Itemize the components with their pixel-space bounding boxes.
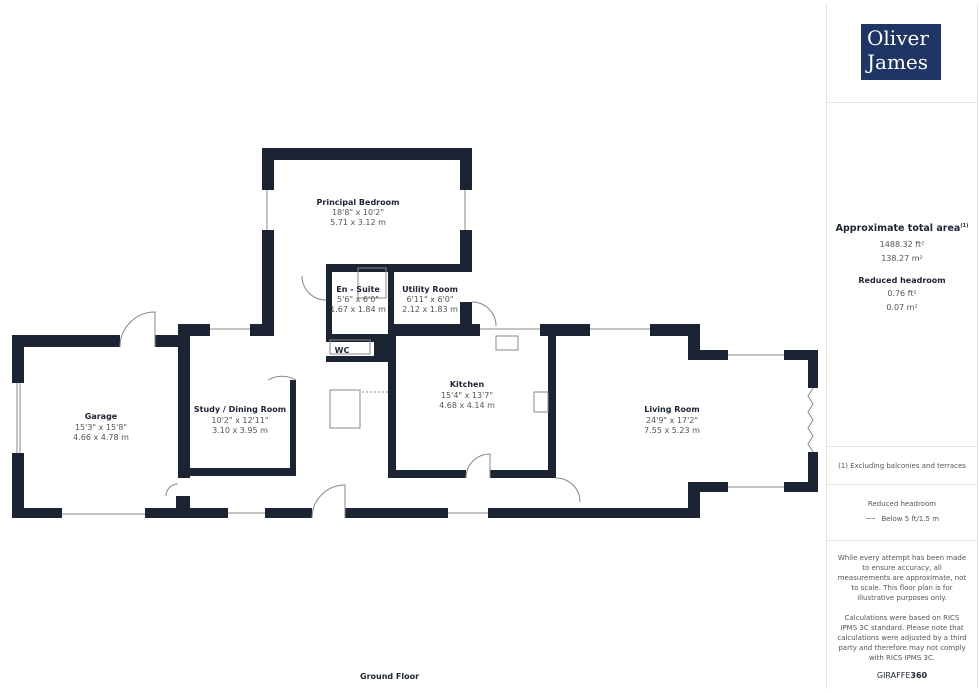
brand-logo: Oliver James xyxy=(861,24,941,80)
info-panel: Oliver James Approximate total area(1) 1… xyxy=(826,4,978,689)
logo-text-2: James xyxy=(867,50,929,74)
provider-logo: GIRAFFE360 xyxy=(827,671,977,680)
svg-text:6'11" x 6'0": 6'11" x 6'0" xyxy=(406,295,453,304)
disclaimer-section: While every attempt has been made to ens… xyxy=(827,540,977,689)
svg-text:Utility Room: Utility Room xyxy=(402,285,458,294)
total-area-m: 138.27 m² xyxy=(881,254,923,264)
svg-text:4.66 x 4.78 m: 4.66 x 4.78 m xyxy=(73,433,129,442)
legend-item: Below 5 ft/1.5 m xyxy=(881,515,940,523)
reduced-headroom-ft: 0.76 ft² xyxy=(887,289,917,299)
footnote-mark: (1) xyxy=(960,223,969,229)
dotted-line-icon: ········ xyxy=(864,515,876,523)
svg-text:Kitchen: Kitchen xyxy=(450,380,485,389)
svg-text:Principal Bedroom: Principal Bedroom xyxy=(317,198,400,207)
svg-text:5.71 x 3.12 m: 5.71 x 3.12 m xyxy=(330,218,386,227)
svg-text:4.68 x 4.14 m: 4.68 x 4.14 m xyxy=(439,401,495,410)
excluding-note: (1) Excluding balconies and terraces xyxy=(827,446,977,485)
svg-text:15'4" x 13'7": 15'4" x 13'7" xyxy=(441,391,493,400)
provider-number: 360 xyxy=(910,671,928,680)
total-area-title: Approximate total area xyxy=(835,223,961,235)
svg-text:18'8" x 10'2": 18'8" x 10'2" xyxy=(332,208,384,217)
svg-text:5'6" x 6'0": 5'6" x 6'0" xyxy=(337,295,379,304)
svg-text:3.10 x 3.95 m: 3.10 x 3.95 m xyxy=(212,426,268,435)
svg-text:1.67 x 1.84 m: 1.67 x 1.84 m xyxy=(330,305,386,314)
svg-text:En - Suite: En - Suite xyxy=(336,285,380,294)
disclaimer-text-2: Calculations were based on RICS IPMS 3C … xyxy=(837,614,967,662)
disclaimer-text-1: While every attempt has been made to ens… xyxy=(837,554,967,602)
reduced-headroom-m: 0.07 m² xyxy=(886,303,918,313)
area-section: Approximate total area(1) 1488.32 ft² 13… xyxy=(827,102,977,447)
floor-plan: Principal Bedroom 18'8" x 10'2" 5.71 x 3… xyxy=(12,148,818,519)
svg-text:WC: WC xyxy=(335,346,350,355)
legend-section: Reduced headroom ········ Below 5 ft/1.5… xyxy=(827,484,977,541)
svg-text:24'9" x 17'2": 24'9" x 17'2" xyxy=(646,416,698,425)
svg-text:Garage: Garage xyxy=(85,412,118,421)
svg-text:Study / Dining Room: Study / Dining Room xyxy=(194,405,286,414)
logo-text-1: Oliver xyxy=(867,26,929,50)
legend-title: Reduced headroom xyxy=(867,500,937,508)
svg-text:15'3" x 15'8": 15'3" x 15'8" xyxy=(75,423,127,432)
svg-text:2.12 x 1.83 m: 2.12 x 1.83 m xyxy=(402,305,458,314)
total-area-ft: 1488.32 ft² xyxy=(879,240,925,250)
reduced-headroom-title: Reduced headroom xyxy=(858,276,946,286)
provider-name: GIRAFFE xyxy=(876,671,911,680)
floor-label: Ground Floor xyxy=(360,672,420,681)
room-labels: Principal Bedroom 18'8" x 10'2" 5.71 x 3… xyxy=(73,198,700,442)
svg-text:7.55 x 5.23 m: 7.55 x 5.23 m xyxy=(644,426,700,435)
fixtures xyxy=(16,190,814,519)
walls xyxy=(12,148,818,518)
svg-text:10'2" x 12'11": 10'2" x 12'11" xyxy=(211,416,268,425)
svg-text:Living Room: Living Room xyxy=(644,405,700,414)
